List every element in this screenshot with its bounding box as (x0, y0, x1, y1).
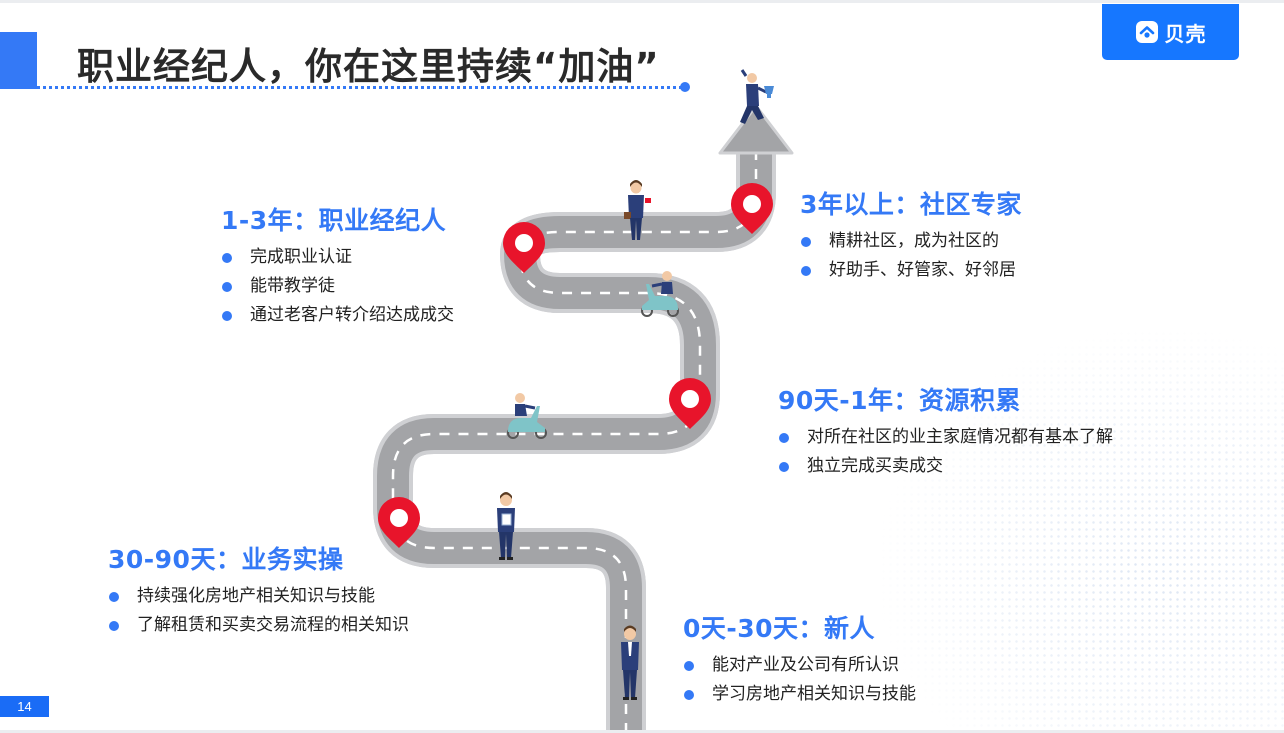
bottom-border (0, 730, 1284, 733)
logo-text: 贝壳 (1164, 21, 1207, 46)
stage-30-90-days: 30-90天：业务实操 持续强化房地产相关知识与技能 了解租赁和买卖交易流程的相… (108, 540, 409, 640)
stage-title: 90天-1年：资源积累 (778, 386, 1022, 415)
stage-title: 0天-30天：新人 (683, 614, 876, 643)
walking-agent-figure (624, 180, 651, 240)
walking-agent-figure (621, 625, 639, 700)
stage-90-days-1-year: 90天-1年：资源积累 对所在社区的业主家庭情况都有基本了解 独立完成买卖成交 (778, 381, 1113, 481)
stage-1-3-years: 1-3年：职业经纪人 完成职业认证 能带教学徒 通过老客户转介绍达成成交 (221, 201, 454, 330)
stage-items: 精耕社区，成为社区的 好助手、好管家、好邻居 (800, 227, 1022, 285)
title-dotted-underline (37, 86, 682, 89)
list-item: 独立完成买卖成交 (778, 452, 1113, 481)
beike-logo-icon (1135, 21, 1158, 43)
scooter-agent-figure (641, 271, 679, 317)
stage-items: 持续强化房地产相关知识与技能 了解租赁和买卖交易流程的相关知识 (108, 582, 409, 640)
list-item: 对所在社区的业主家庭情况都有基本了解 (778, 423, 1113, 452)
stage-3-plus-years: 3年以上：社区专家 精耕社区，成为社区的 好助手、好管家、好邻居 (800, 185, 1022, 285)
dot-pattern-background (880, 330, 1284, 730)
page-title: 职业经纪人，你在这里持续“加油” (77, 45, 660, 88)
list-item: 精耕社区，成为社区的 (800, 227, 1022, 256)
list-item: 能带教学徒 (221, 272, 454, 301)
list-item: 持续强化房地产相关知识与技能 (108, 582, 409, 611)
stage-title: 30-90天：业务实操 (108, 545, 344, 574)
list-item: 了解租赁和买卖交易流程的相关知识 (108, 611, 409, 640)
list-item: 学习房地产相关知识与技能 (683, 680, 916, 709)
list-item: 完成职业认证 (221, 243, 454, 272)
scooter-agent-figure (507, 393, 547, 439)
stage-items: 能对产业及公司有所认识 学习房地产相关知识与技能 (683, 651, 916, 709)
list-item: 通过老客户转介绍达成成交 (221, 301, 454, 330)
title-underline-end-dot (680, 82, 690, 92)
stage-title: 1-3年：职业经纪人 (221, 206, 447, 235)
title-accent-bar (0, 32, 37, 89)
stage-0-30-days: 0天-30天：新人 能对产业及公司有所认识 学习房地产相关知识与技能 (683, 609, 916, 709)
beike-logo: 贝壳 (1102, 4, 1239, 60)
stage-items: 对所在社区的业主家庭情况都有基本了解 独立完成买卖成交 (778, 423, 1113, 481)
list-item: 能对产业及公司有所认识 (683, 651, 916, 680)
list-item: 好助手、好管家、好邻居 (800, 256, 1022, 285)
road-arrow-head (718, 104, 794, 155)
walking-agent-figure (497, 492, 515, 560)
stage-title: 3年以上：社区专家 (800, 190, 1022, 219)
page-number: 14 (0, 696, 49, 717)
top-border (0, 0, 1284, 3)
trophy-figure (740, 69, 774, 124)
stage-items: 完成职业认证 能带教学徒 通过老客户转介绍达成成交 (221, 243, 454, 330)
